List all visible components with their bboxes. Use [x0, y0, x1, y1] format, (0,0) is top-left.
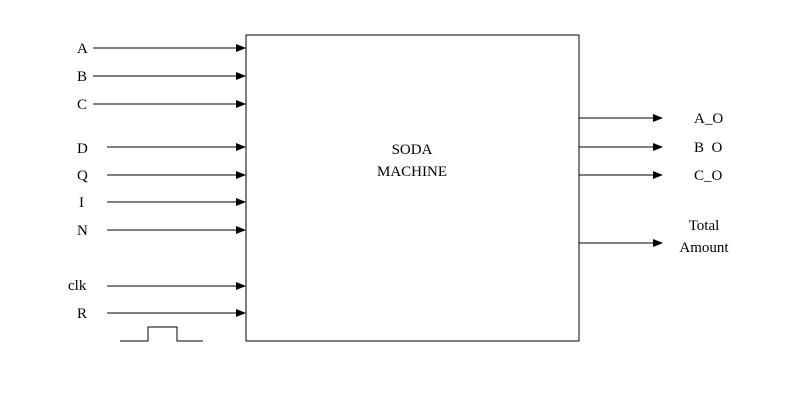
- input-label-r: R: [77, 306, 87, 322]
- input-label-a: A: [77, 41, 88, 57]
- input-label-clk: clk: [68, 278, 87, 294]
- output-label-total-line1: Total: [689, 218, 720, 234]
- soda-machine-box: [245, 34, 580, 342]
- block-title-line1: SODA: [392, 142, 433, 158]
- input-label-i: I: [79, 195, 84, 211]
- input-label-c: C: [77, 97, 87, 113]
- output-label-c-o: C_O: [694, 168, 723, 184]
- reset-pulse-waveform: [120, 326, 203, 342]
- output-label-total-line2: Amount: [679, 240, 729, 256]
- input-label-d: D: [77, 141, 88, 157]
- output-label-b-o: B O: [694, 140, 723, 156]
- input-label-q: Q: [77, 168, 88, 184]
- output-label-a-o: A_O: [694, 111, 723, 127]
- block-title-line2: MACHINE: [377, 164, 447, 180]
- input-label-n: N: [77, 223, 88, 239]
- input-label-b: B: [77, 69, 87, 85]
